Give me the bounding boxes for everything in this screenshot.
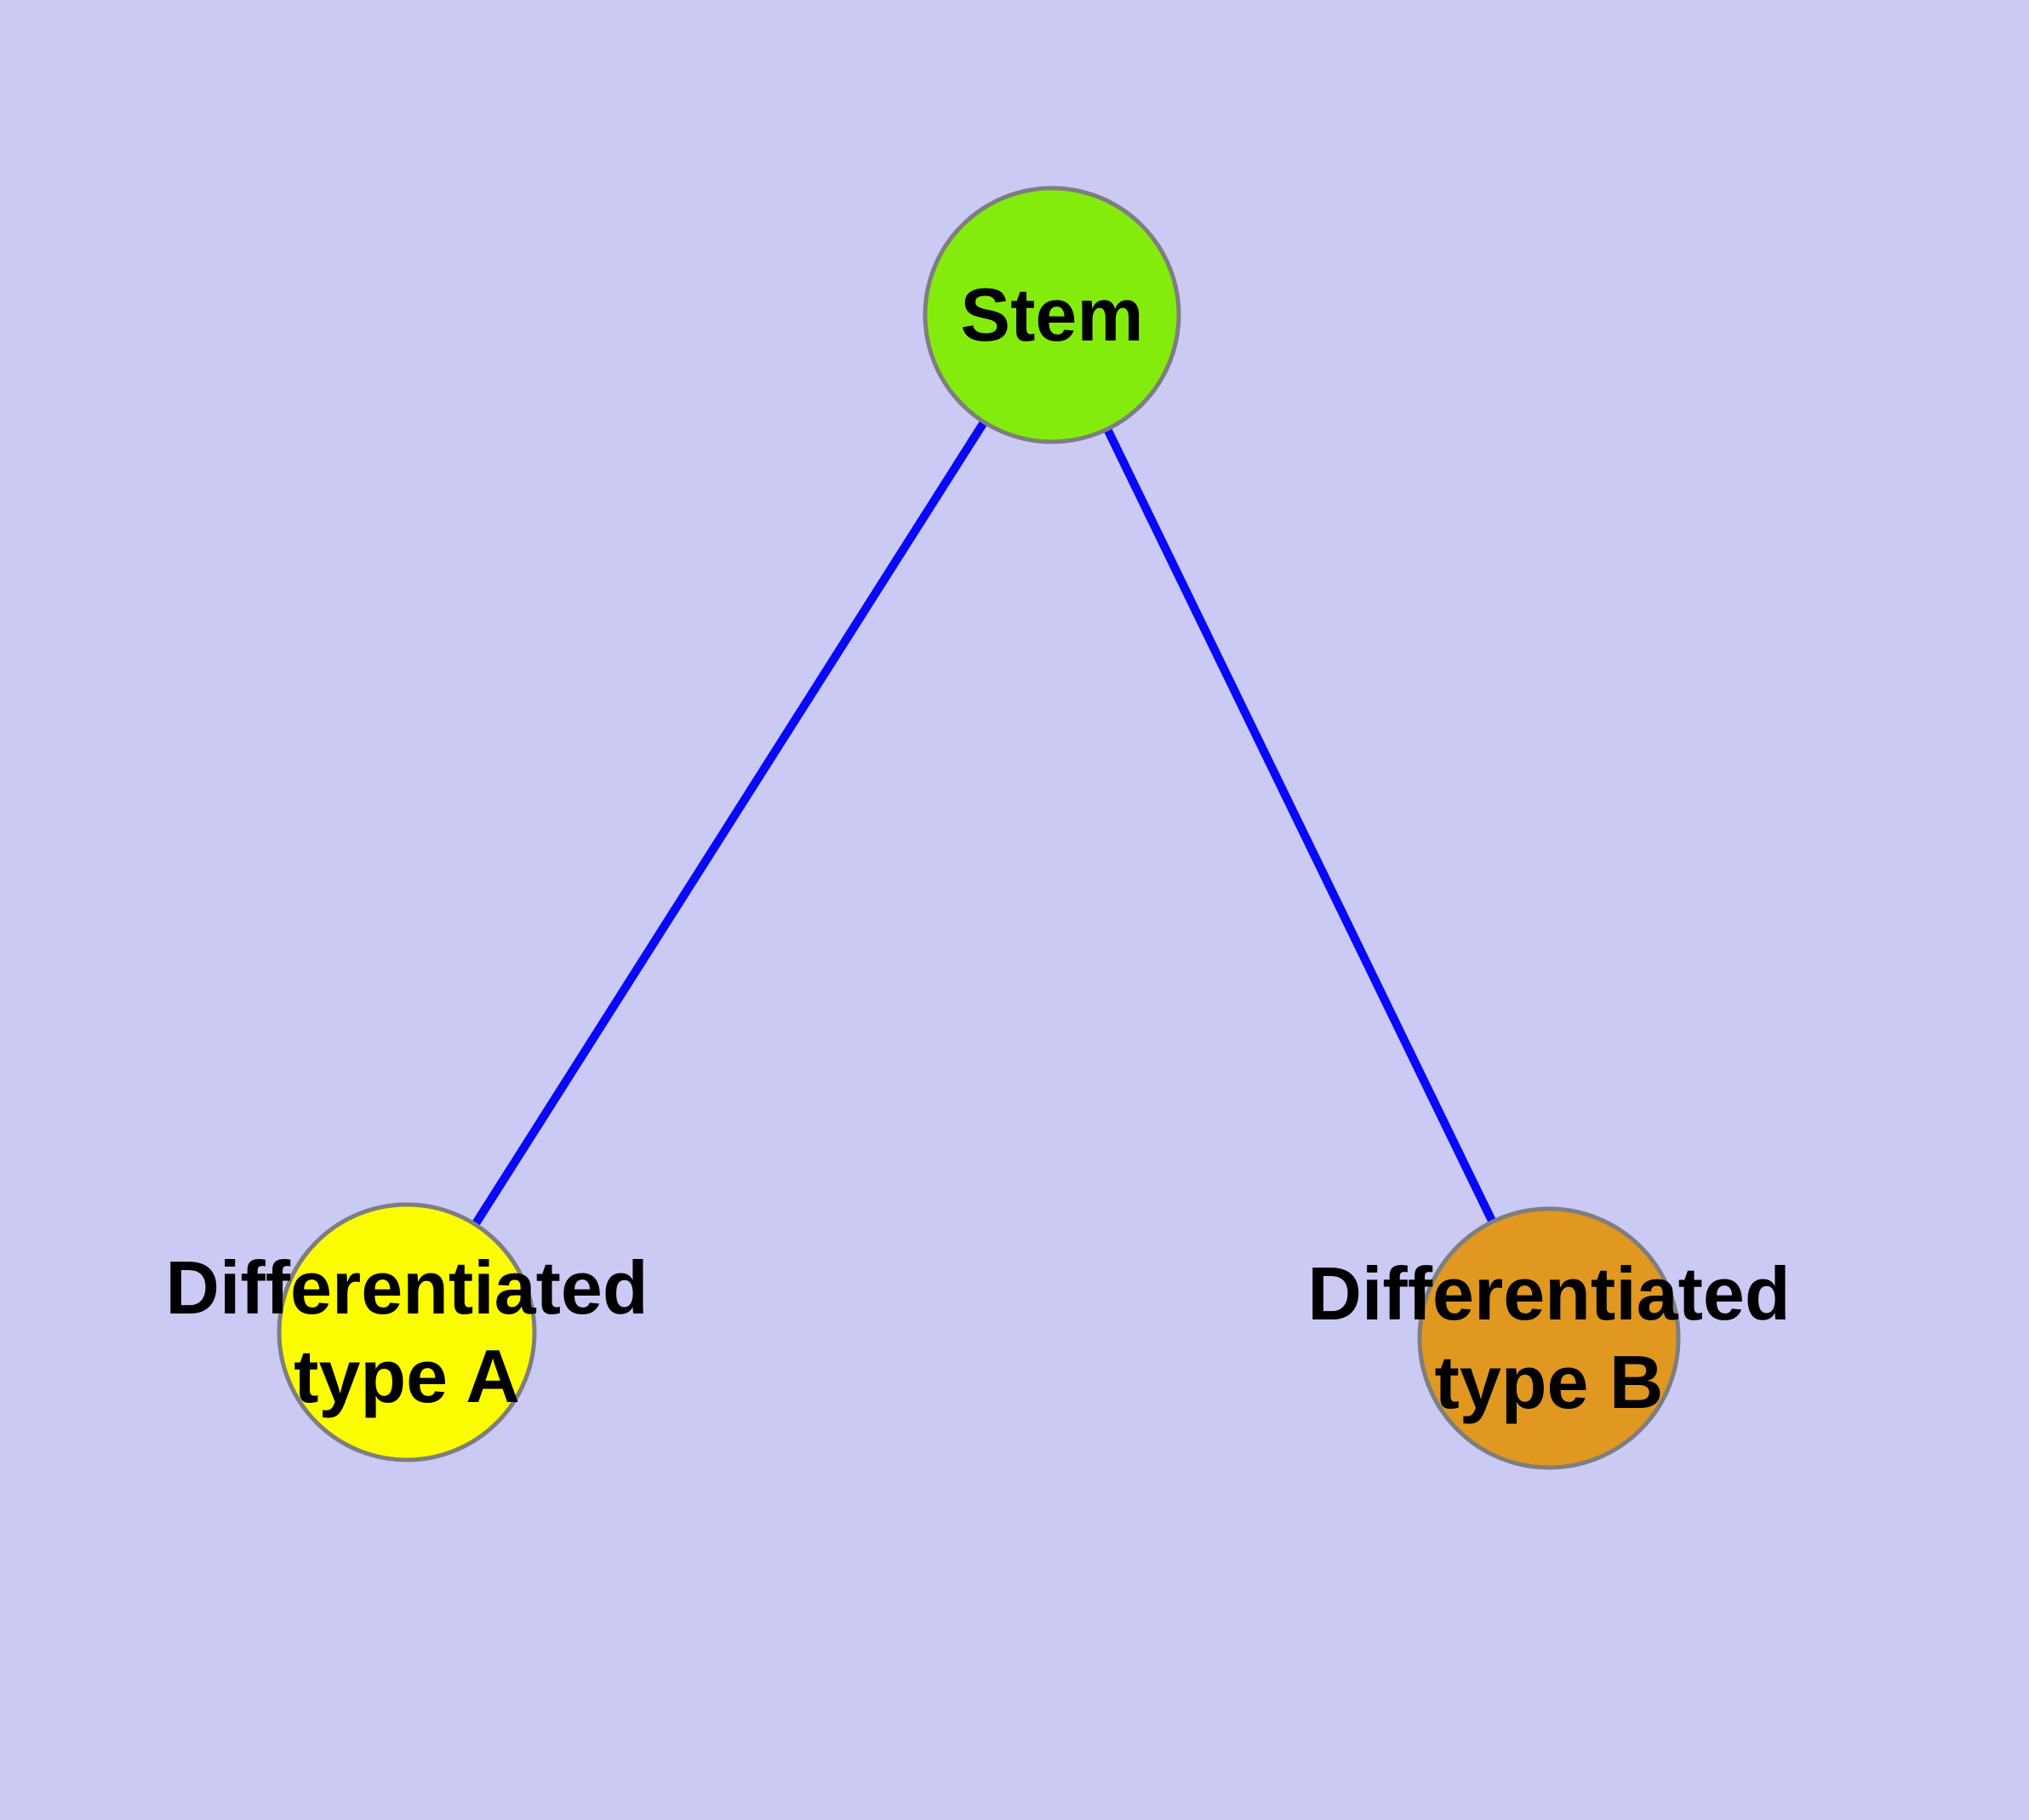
node-differentiated-type-b [1417, 1206, 1681, 1470]
edge-stem-to-type-a [403, 312, 1056, 1335]
node-stem [923, 186, 1181, 444]
edge-stem-to-type-b [1048, 312, 1553, 1341]
node-differentiated-type-a [277, 1202, 537, 1462]
